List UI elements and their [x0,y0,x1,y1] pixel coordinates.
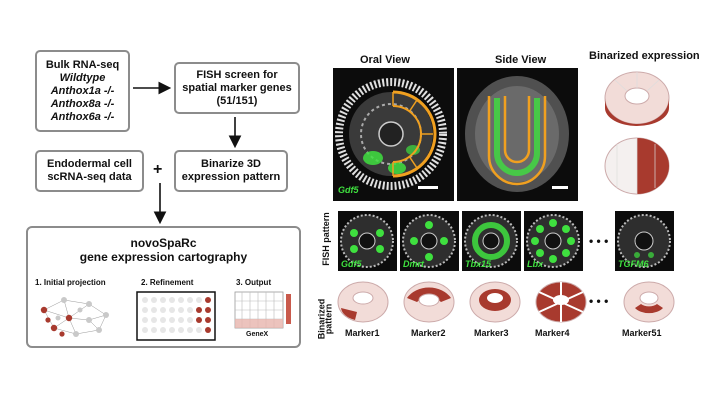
marker-label-1: Marker1 [345,328,380,338]
marker-model-4 [535,281,587,323]
scrna-line-1: Endodermal cell [47,158,132,170]
bulk-title: Bulk RNA-seq [45,58,120,71]
marker-label-3: Marker3 [474,328,509,338]
step2-label: 2. Refinement [141,278,194,287]
fish-gene-2: Dmrt [403,259,425,269]
oral-view-header: Oral View [360,54,410,66]
side-view-header: Side View [495,54,547,66]
fish-gene-5: TGFM6 [618,259,649,269]
fish-pattern-label: FISH pattern [320,212,331,266]
binarized-expression-models [604,71,670,195]
binarize-line-1: Binarize 3D [201,158,261,170]
fish-gene-1: Gdf5 [341,259,362,269]
bulk-line-2: Anthox1a -/- [50,84,115,97]
oral-gene-label: Gdf5 [338,185,359,195]
marker-ellipsis: • • • [589,294,609,308]
workflow-arrows [133,81,242,225]
fish-image-4: Lbx [524,211,583,271]
fish-image-3: Tbx15 [462,211,521,271]
fish-gene-4: Lbx [527,259,544,269]
bulk-line-4: Anthox6a -/- [50,110,115,123]
step1-label: 1. Initial projection [35,278,106,287]
novosparc-box: novoSpaRc gene expression cartography 1.… [26,226,301,348]
binarize-box: Binarize 3D expression pattern [174,150,288,192]
initial-projection-network [40,297,109,337]
scrna-line-2: scRNA-seq data [47,171,132,183]
novosparc-title: novoSpaRc [130,236,197,250]
binarized-pattern-label-2: pattern [323,303,334,335]
binarize-line-2: expression pattern [181,171,281,183]
bulk-line-1: Wildtype [59,71,106,84]
binarized-pattern-row [337,281,675,323]
marker-model-3 [469,281,521,323]
marker-model-5 [623,281,675,323]
marker-label-4: Marker4 [535,328,570,338]
fish-image-5: TGFM6 [615,211,674,271]
refinement-grid [136,291,216,341]
plus-sign: + [153,161,163,178]
side-view-image [457,68,578,201]
fish-screen-box: FISH screen for spatial marker genes (51… [174,62,300,114]
fish-ellipsis: • • • [589,234,609,248]
marker-label-2: Marker2 [411,328,446,338]
genex-label: GeneX [246,331,269,338]
oral-view-drawing [335,78,447,190]
scrna-box: Endodermal cell scRNA-seq data [35,150,144,192]
output-table [234,291,291,329]
binarized-expression-header: Binarized expression [589,50,700,62]
bulk-rnaseq-box: Bulk RNA-seq Wildtype Anthox1a -/- Antho… [35,50,130,132]
fish-image-1: Gdf5 [338,211,397,271]
fish-image-2: Dmrt [400,211,459,271]
fish-line-3: (51/151) [216,94,258,107]
fish-line-2: spatial marker genes [182,81,292,94]
oral-view-image: Gdf5 [333,68,454,201]
novosparc-subtitle: gene expression cartography [79,250,248,264]
fish-line-1: FISH screen for [196,68,278,81]
step3-label: 3. Output [236,278,272,287]
marker-model-1 [337,281,389,323]
marker-label-5: Marker51 [622,328,662,338]
marker-model-2 [403,281,455,323]
bulk-line-3: Anthox8a -/- [50,97,115,110]
side-view-drawing [465,76,569,192]
fish-gene-3: Tbx15 [465,259,492,269]
